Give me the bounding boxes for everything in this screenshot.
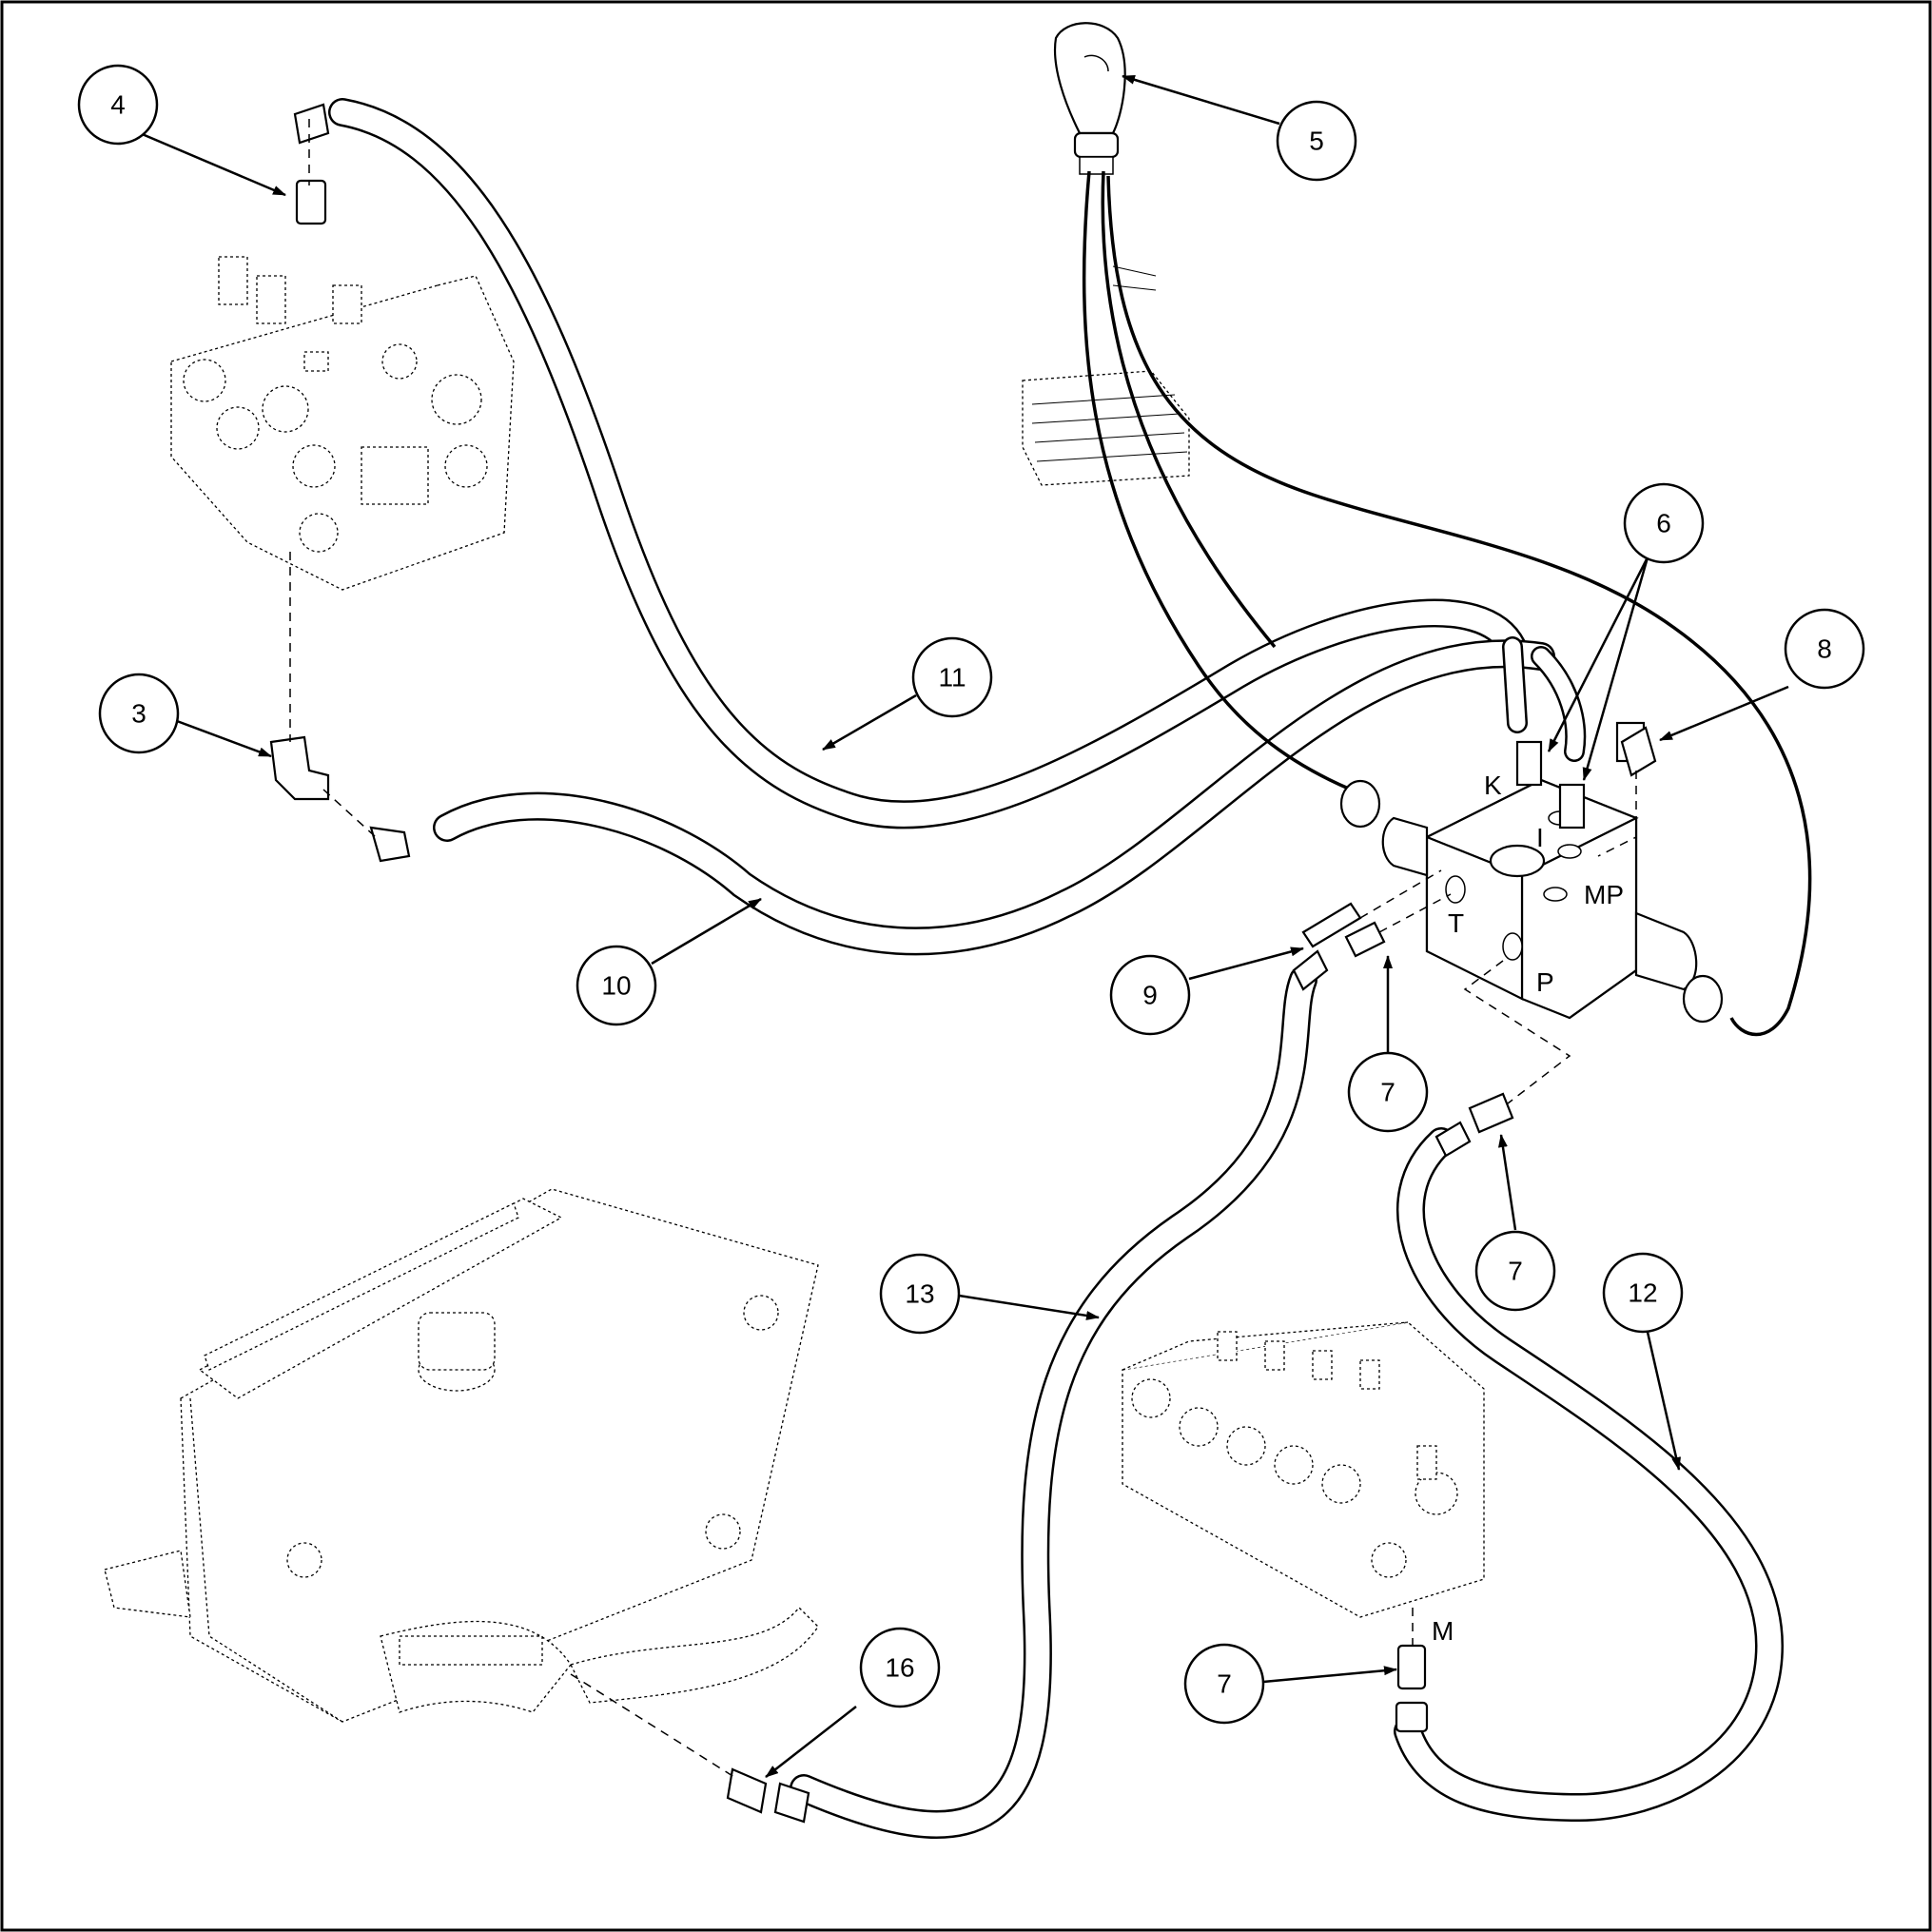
callout-9: 9	[1109, 954, 1191, 1036]
fitting-3	[269, 735, 330, 801]
svg-text:12: 12	[1628, 1278, 1657, 1308]
port-label-p: P	[1536, 967, 1554, 997]
leader-11	[822, 693, 917, 751]
callout-7-m-port: 7	[1183, 1643, 1265, 1725]
leader-6a	[1547, 556, 1649, 752]
svg-text:5: 5	[1309, 127, 1324, 156]
loader-control-valve	[170, 256, 515, 591]
leader-4	[132, 128, 286, 197]
callout-16: 16	[859, 1627, 941, 1708]
fitting-7-m-port	[1396, 1644, 1427, 1690]
leader-8	[1659, 685, 1789, 742]
svg-text:3: 3	[131, 699, 146, 729]
callout-11: 11	[911, 636, 993, 718]
callout-7-p-port: 7	[1474, 1230, 1556, 1312]
leader-lines	[132, 74, 1789, 1778]
svg-text:16: 16	[885, 1653, 914, 1683]
hose-10	[433, 639, 1555, 956]
leader-13	[958, 1294, 1100, 1320]
pilot-control-block	[1339, 721, 1724, 1024]
svg-text:7: 7	[1508, 1257, 1523, 1286]
leader-6b	[1582, 556, 1649, 781]
callout-4: 4	[77, 64, 159, 146]
leader-5	[1122, 74, 1280, 126]
hoses	[328, 98, 1785, 1839]
fitting-8	[1620, 726, 1657, 777]
main-control-valve	[1122, 1321, 1485, 1618]
callout-12: 12	[1602, 1252, 1684, 1334]
leader-12	[1645, 1327, 1681, 1471]
svg-text:9: 9	[1142, 981, 1158, 1010]
leader-9	[1188, 946, 1304, 981]
assembly-dash-lines	[289, 119, 1637, 1780]
leader-10	[651, 897, 762, 966]
callout-8: 8	[1784, 608, 1865, 690]
callout-3: 3	[98, 673, 180, 754]
leader-7c	[1262, 1666, 1397, 1684]
leader-16	[765, 1706, 857, 1778]
port-label-t: T	[1448, 908, 1464, 938]
port-label-m: M	[1432, 1616, 1454, 1646]
svg-text:6: 6	[1656, 509, 1671, 538]
joystick-assembly	[1022, 22, 1812, 1037]
hydraulic-tank	[104, 1188, 819, 1723]
svg-text:7: 7	[1217, 1669, 1232, 1699]
leader-3	[176, 719, 272, 758]
leader-7b	[1497, 1134, 1517, 1231]
svg-text:4: 4	[110, 90, 126, 120]
fitting-4	[295, 179, 327, 225]
hose-13	[790, 966, 1317, 1839]
svg-text:13: 13	[905, 1279, 934, 1309]
callout-6: 6	[1623, 482, 1705, 564]
svg-text:10: 10	[601, 971, 631, 1001]
hose-12	[1394, 1127, 1785, 1823]
port-label-mp: MP	[1584, 880, 1624, 909]
hose-block-feeds	[1502, 636, 1587, 762]
callout-10: 10	[576, 945, 657, 1026]
callouts: 4 5 6 8 3 11 10 9	[77, 64, 1865, 1725]
svg-text:8: 8	[1817, 634, 1832, 664]
fitting-7-p-port	[1468, 1092, 1514, 1134]
hose-11	[328, 98, 1527, 829]
fitting-7-t-port	[1344, 921, 1386, 958]
port-label-k: K	[1484, 771, 1502, 800]
port-labels: K I MP T P M	[1432, 771, 1624, 1646]
callout-7-t-port: 7	[1347, 1051, 1429, 1133]
callout-5: 5	[1276, 100, 1357, 182]
svg-text:7: 7	[1380, 1078, 1395, 1107]
fitting-16	[726, 1767, 768, 1814]
svg-text:11: 11	[938, 663, 966, 693]
callout-13: 13	[879, 1253, 961, 1335]
port-label-i: I	[1536, 823, 1544, 852]
